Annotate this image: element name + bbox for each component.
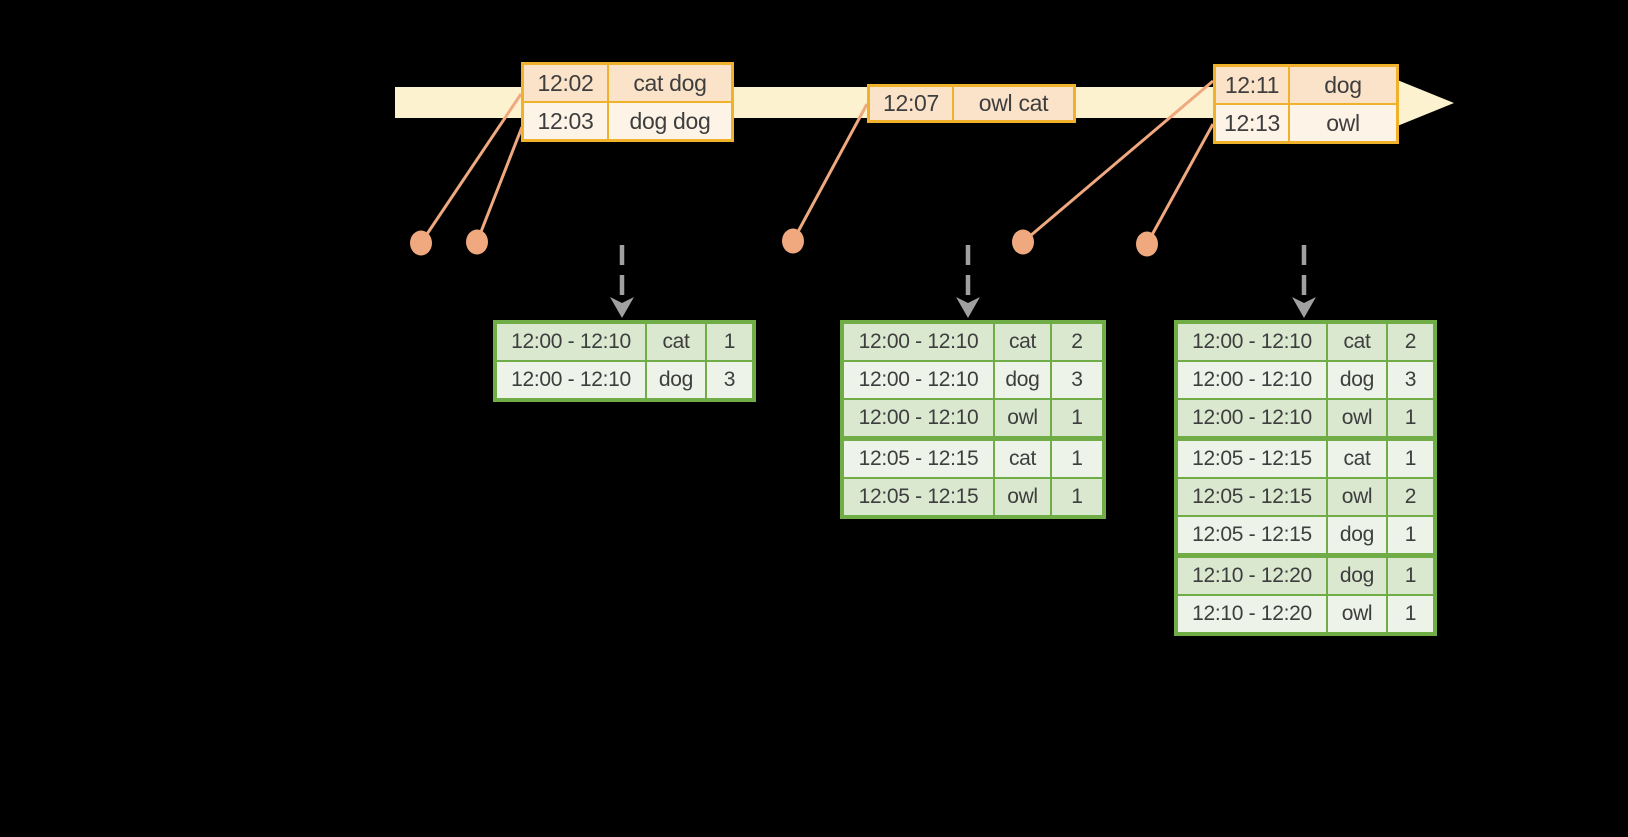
word-cell: cat [1328, 441, 1386, 477]
word-cell: cat [995, 441, 1050, 477]
count-cell: 2 [1388, 479, 1433, 515]
event-connector-line [419, 93, 523, 244]
count-cell: 2 [1052, 324, 1102, 360]
count-cell: 1 [1388, 558, 1433, 594]
event-words-cell: dog dog [609, 103, 731, 139]
result-row: 12:00 - 12:10 dog 3 [1178, 362, 1433, 398]
window-cell: 12:00 - 12:10 [844, 362, 993, 398]
count-cell: 1 [1388, 596, 1433, 632]
event-dot [466, 229, 488, 255]
window-cell: 12:05 - 12:15 [844, 479, 993, 515]
result-row: 12:10 - 12:20 dog 1 [1178, 558, 1433, 594]
word-cell: cat [647, 324, 705, 360]
event-connector-line [1145, 123, 1215, 245]
window-cell: 12:00 - 12:10 [1178, 400, 1326, 436]
window-cell: 12:05 - 12:15 [844, 441, 993, 477]
event-row: 12:11 dog [1216, 67, 1396, 103]
event-time-cell: 12:11 [1216, 67, 1288, 103]
event-row: 12:07 owl cat [870, 87, 1073, 120]
window-cell: 12:00 - 12:10 [497, 324, 645, 360]
word-cell: cat [995, 324, 1050, 360]
count-cell: 1 [707, 324, 752, 360]
word-cell: dog [1328, 517, 1386, 553]
result-row: 12:00 - 12:10 owl 1 [1178, 400, 1433, 436]
result-row: 12:00 - 12:10 cat 2 [1178, 324, 1433, 360]
event-row: 12:03 dog dog [524, 103, 731, 139]
result-table-1: 12:00 - 12:10 cat 1 12:00 - 12:10 dog 3 [493, 320, 756, 402]
event-dot [782, 228, 804, 254]
result-row: 12:00 - 12:10 dog 3 [844, 362, 1102, 398]
word-cell: dog [1328, 558, 1386, 594]
event-words-cell: owl cat [954, 87, 1073, 120]
count-cell: 1 [1052, 479, 1102, 515]
result-table-3: 12:00 - 12:10 cat 2 12:00 - 12:10 dog 3 … [1174, 320, 1437, 636]
result-row: 12:10 - 12:20 owl 1 [1178, 596, 1433, 632]
event-row: 12:02 cat dog [524, 65, 731, 101]
event-connector-line [791, 103, 869, 242]
result-row: 12:05 - 12:15 cat 1 [844, 441, 1102, 477]
trigger-arrow-icon [1292, 245, 1316, 318]
window-cell: 12:00 - 12:10 [844, 400, 993, 436]
window-cell: 12:00 - 12:10 [844, 324, 993, 360]
result-row: 12:05 - 12:15 owl 2 [1178, 479, 1433, 515]
count-cell: 1 [1388, 517, 1433, 553]
event-words-cell: dog [1290, 67, 1396, 103]
window-cell: 12:10 - 12:20 [1178, 596, 1326, 632]
event-words-cell: cat dog [609, 65, 731, 101]
trigger-arrow-icon [956, 245, 980, 318]
count-cell: 1 [1388, 441, 1433, 477]
window-cell: 12:10 - 12:20 [1178, 558, 1326, 594]
result-row: 12:00 - 12:10 cat 2 [844, 324, 1102, 360]
word-cell: dog [995, 362, 1050, 398]
window-cell: 12:05 - 12:15 [1178, 441, 1326, 477]
count-cell: 2 [1388, 324, 1433, 360]
count-cell: 3 [1052, 362, 1102, 398]
window-cell: 12:00 - 12:10 [497, 362, 645, 398]
word-cell: owl [1328, 479, 1386, 515]
event-table-3: 12:11 dog 12:13 owl [1213, 64, 1399, 144]
event-table-1: 12:02 cat dog 12:03 dog dog [521, 62, 734, 142]
event-dot [1012, 229, 1034, 255]
count-cell: 3 [707, 362, 752, 398]
result-table-2: 12:00 - 12:10 cat 2 12:00 - 12:10 dog 3 … [840, 320, 1106, 519]
word-cell: dog [647, 362, 705, 398]
timeline-arrowhead-icon [1395, 79, 1454, 127]
count-cell: 1 [1388, 400, 1433, 436]
event-connector-line [475, 126, 524, 243]
event-dot [1136, 231, 1158, 257]
word-cell: owl [995, 400, 1050, 436]
word-cell: owl [1328, 400, 1386, 436]
event-table-2: 12:07 owl cat [867, 84, 1076, 123]
count-cell: 1 [1052, 441, 1102, 477]
result-row: 12:00 - 12:10 dog 3 [497, 362, 752, 398]
word-cell: dog [1328, 362, 1386, 398]
event-dot [410, 230, 432, 256]
event-time-cell: 12:13 [1216, 105, 1288, 141]
result-row: 12:00 - 12:10 cat 1 [497, 324, 752, 360]
count-cell: 3 [1388, 362, 1433, 398]
event-connector-line [1022, 79, 1214, 244]
event-words-cell: owl [1290, 105, 1396, 141]
event-time-cell: 12:03 [524, 103, 607, 139]
event-row: 12:13 owl [1216, 105, 1396, 141]
result-row: 12:00 - 12:10 owl 1 [844, 400, 1102, 436]
event-time-cell: 12:07 [870, 87, 952, 120]
word-cell: owl [1328, 596, 1386, 632]
word-cell: cat [1328, 324, 1386, 360]
result-row: 12:05 - 12:15 owl 1 [844, 479, 1102, 515]
window-cell: 12:00 - 12:10 [1178, 324, 1326, 360]
window-cell: 12:05 - 12:15 [1178, 517, 1326, 553]
count-cell: 1 [1052, 400, 1102, 436]
word-cell: owl [995, 479, 1050, 515]
window-cell: 12:05 - 12:15 [1178, 479, 1326, 515]
trigger-arrow-icon [610, 245, 634, 318]
event-time-cell: 12:02 [524, 65, 607, 101]
result-row: 12:05 - 12:15 dog 1 [1178, 517, 1433, 553]
result-row: 12:05 - 12:15 cat 1 [1178, 441, 1433, 477]
window-cell: 12:00 - 12:10 [1178, 362, 1326, 398]
